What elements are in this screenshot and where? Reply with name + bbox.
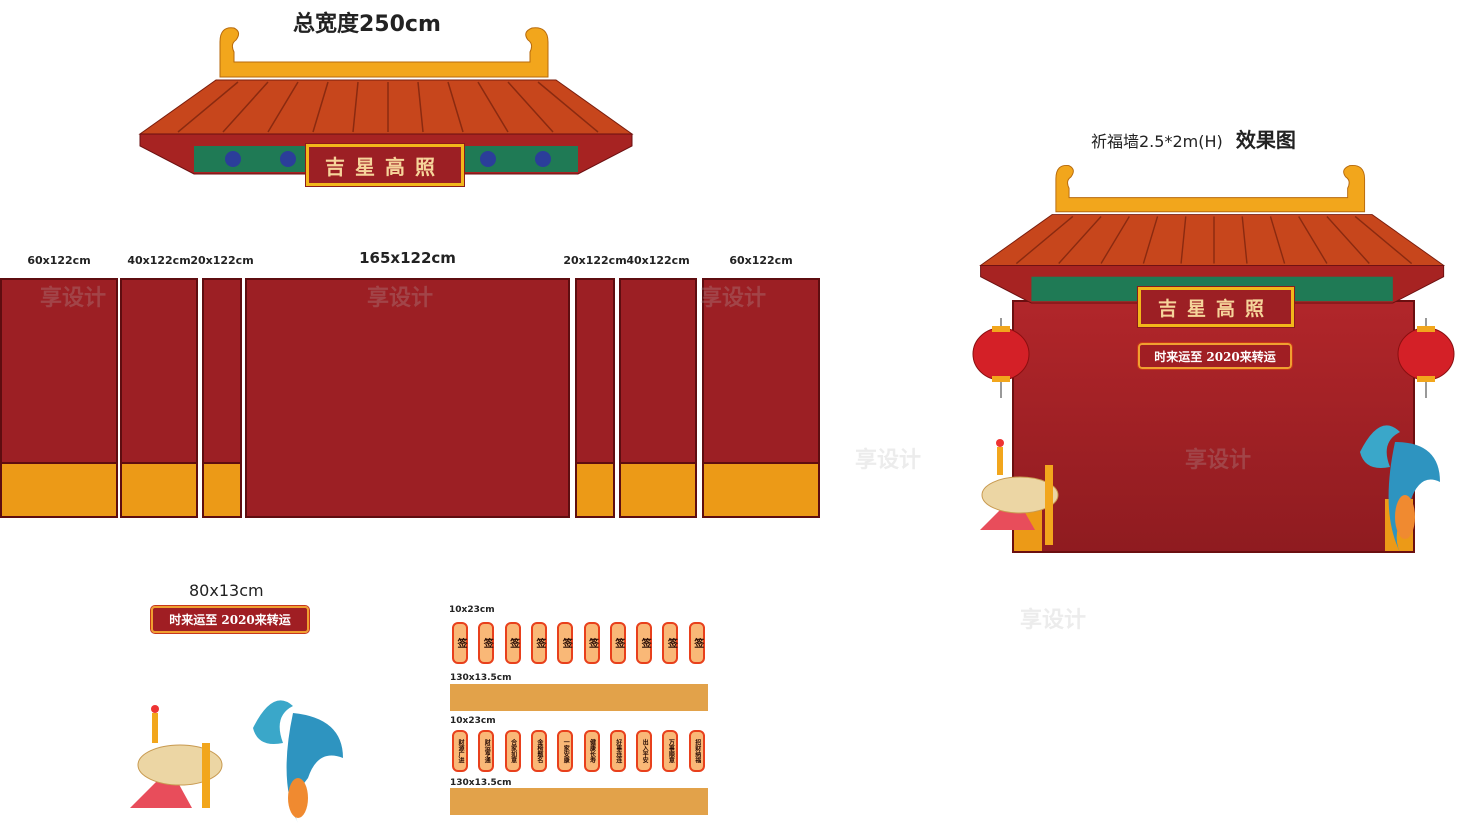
effect-plaque: 吉星高照: [1137, 286, 1295, 328]
koi-wave-decoration-icon: [253, 700, 343, 823]
lantern-left-icon: [972, 318, 1030, 398]
bar2-size: 130x13.5cm: [450, 778, 512, 788]
blessing-tag: 签: [452, 622, 468, 664]
wall-panel: [245, 278, 570, 518]
watermark: 享设计: [1020, 608, 1087, 633]
blessing-tag: 签: [583, 622, 600, 664]
panel-size-label: 40x122cm: [127, 254, 191, 267]
cloud-fan-decoration-icon: [980, 439, 1059, 545]
blessing-tag: 签: [688, 622, 705, 664]
effect-title-label: 效果图: [1235, 128, 1296, 152]
effect-title: 祈福墙2.5*2m(H) 效果图: [1091, 124, 1296, 153]
blessing-tag: 金榜题名: [530, 730, 547, 772]
panel-base: [621, 462, 695, 516]
tag-row1-size: 10x23cm: [449, 605, 495, 615]
wall-panel: [120, 278, 198, 518]
tag-row2-size: 10x23cm: [450, 716, 496, 726]
effect-wall: [1012, 300, 1415, 553]
blessing-tag: 财运亨通: [478, 730, 495, 772]
ribbon-bar-1: [450, 684, 708, 711]
blessing-tag: 签: [478, 622, 495, 664]
panel-base: [122, 462, 196, 516]
effect-banner: 时来运至 2020来转运: [1137, 342, 1293, 370]
blessing-tag: 万事顺意: [662, 730, 679, 772]
panel-size-label: 60x122cm: [729, 254, 793, 267]
wall-panel: [575, 278, 615, 518]
ribbon-bar-2: [450, 788, 708, 815]
lantern-right-icon: [1397, 318, 1455, 398]
blessing-tag: 签: [530, 622, 547, 664]
blessing-tag: 签: [636, 622, 653, 664]
banner-size-label: 80x13cm: [189, 581, 264, 600]
blessing-tag: 签: [609, 622, 626, 664]
effect-title-size: 祈福墙2.5*2m(H): [1091, 132, 1223, 151]
wall-panel: [202, 278, 242, 518]
blessing-tag: 签: [662, 622, 679, 664]
panel-size-label: 20x122cm: [563, 254, 627, 267]
blessing-tag: 健康长寿: [583, 730, 600, 772]
total-width-title: 总宽度250cm: [293, 12, 441, 37]
panel-base: [577, 462, 613, 516]
bar1-size: 130x13.5cm: [450, 673, 512, 683]
wall-panel: [0, 278, 118, 518]
blessing-tag: 一家安康: [557, 730, 574, 772]
blessing-tag: 签: [504, 622, 521, 664]
panel-base: [204, 462, 240, 516]
cloud-fan-decoration-icon: [130, 705, 223, 808]
watermark: 享设计: [855, 448, 922, 473]
blessing-tag: 签: [557, 622, 574, 664]
koi-wave-decoration-icon: [1360, 425, 1440, 552]
banner-sample: 时来运至 2020来转运: [150, 605, 310, 634]
blessing-tag: 财源广进: [452, 730, 468, 772]
panel-size-label: 60x122cm: [27, 254, 91, 267]
blessing-tag: 招财纳福: [688, 730, 705, 772]
blessing-tag: 好事连连: [609, 730, 626, 772]
effect-roof-illustration: [979, 164, 1446, 304]
panel-size-label: 40x122cm: [626, 254, 690, 267]
wall-panel: [619, 278, 697, 518]
panel-size-label: 20x122cm: [190, 254, 254, 267]
wall-panel: [702, 278, 820, 518]
top-plaque: 吉星高照: [305, 143, 465, 187]
blessing-tag: 出入平安: [636, 730, 653, 772]
panel-base: [2, 462, 116, 516]
panel-size-label: 165x122cm: [359, 249, 456, 267]
blessing-tag: 合家如意: [504, 730, 521, 772]
panel-base: [704, 462, 818, 516]
